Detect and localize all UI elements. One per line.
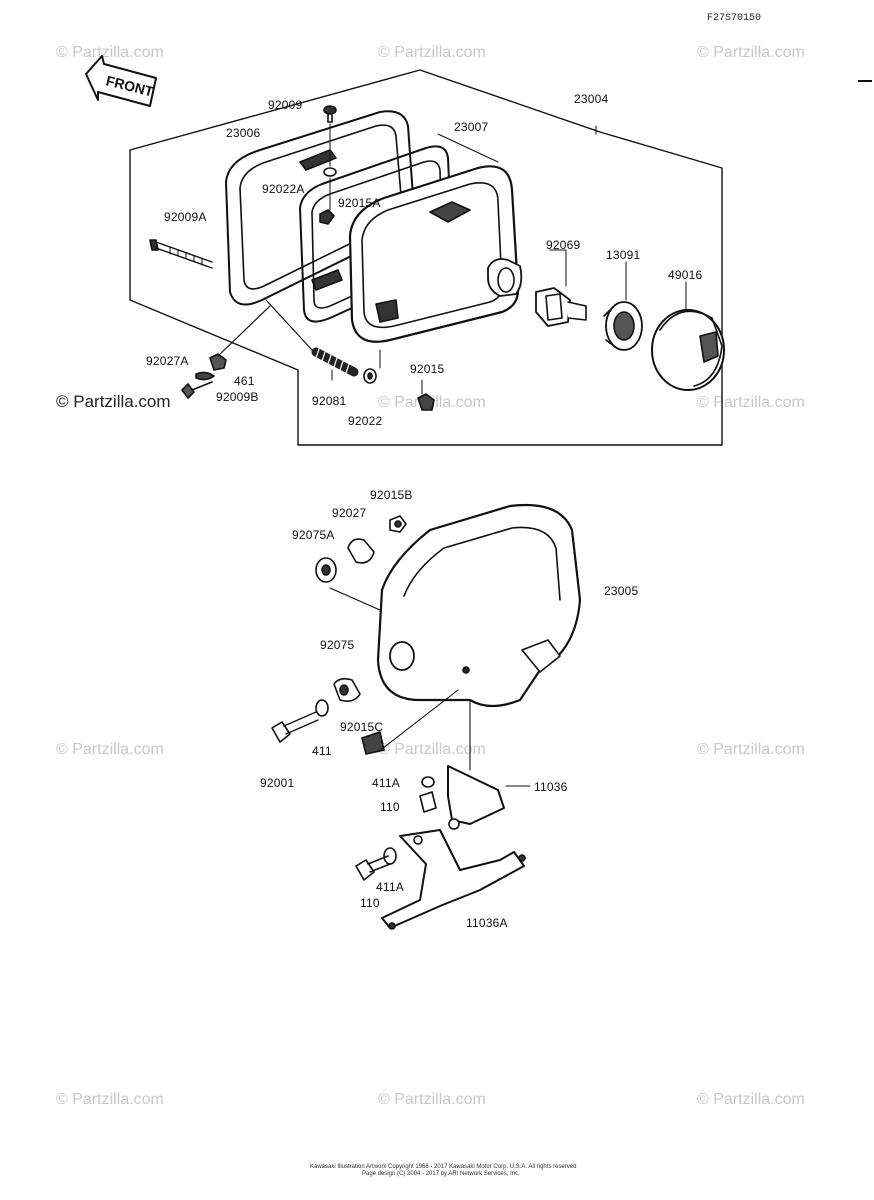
leader-92027A (217, 305, 271, 357)
bracket-11036A (381, 829, 526, 930)
label-49016: 49016 (668, 268, 703, 282)
label-92009: 92009 (268, 98, 303, 112)
nut-92015A (319, 209, 335, 225)
grommet-92027 (347, 538, 375, 564)
washer-411A (421, 776, 435, 788)
label-11036: 11036 (534, 780, 568, 794)
washer-411 (315, 699, 329, 717)
label-92075: 92075 (320, 638, 355, 652)
label-411: 411 (312, 744, 332, 758)
label-23005: 23005 (604, 584, 639, 598)
bulb-92069 (535, 287, 587, 327)
label-92015C: 92015C (340, 720, 384, 734)
footer-copyright: Kawasaki Illustration Artwork Copyright … (310, 1164, 577, 1170)
footer-page-design: Page design (C) 2004 - 2017 by ARI Netwo… (362, 1171, 520, 1177)
label-92075A: 92075A (292, 528, 335, 542)
label-92069: 92069 (546, 238, 581, 252)
watermark: © Partzilla.com (378, 1091, 486, 1108)
label-92081: 92081 (312, 394, 347, 408)
assembly-box-23004 (129, 69, 723, 446)
label-110: 110 (360, 896, 380, 910)
label-411A: 411A (376, 880, 404, 894)
watermark: © Partzilla.com (56, 741, 164, 758)
bolt-110 (419, 791, 437, 813)
spring-461 (195, 371, 215, 381)
label-11036A: 11036A (466, 916, 508, 930)
label-92022A: 92022A (262, 182, 305, 196)
nut-92027A (209, 353, 227, 371)
label-92009A: 92009A (164, 210, 207, 224)
watermark: © Partzilla.com (697, 394, 805, 411)
label-13091: 13091 (606, 248, 641, 262)
bracket-11036 (447, 699, 505, 830)
figure-code: F27S70150 (707, 13, 762, 24)
screw-92009A (149, 239, 213, 269)
label-92022: 92022 (348, 414, 383, 428)
nut-92015B (389, 515, 407, 533)
label-110: 110 (380, 800, 400, 814)
label-92015: 92015 (410, 362, 445, 376)
label-92027: 92027 (332, 506, 367, 520)
washer-411A (383, 847, 397, 865)
watermark: © Partzilla.com (697, 44, 805, 61)
label-23004: 23004 (574, 92, 609, 106)
label-92015B: 92015B (370, 488, 413, 502)
cover-49016 (651, 309, 725, 391)
washer-92022 (363, 368, 377, 384)
watermark: © Partzilla.com (56, 1091, 164, 1108)
clip-92015C (361, 731, 385, 755)
label-92027A: 92027A (146, 354, 189, 368)
label-411A: 411A (372, 776, 400, 790)
watermark-main: © Partzilla.com (56, 392, 171, 411)
label-23006: 23006 (226, 126, 261, 140)
lamp-unit-23007 (348, 165, 523, 343)
socket-13091 (603, 301, 643, 351)
spring-92081 (311, 345, 359, 377)
label-92001: 92001 (260, 776, 295, 790)
nut-92015 (417, 393, 435, 411)
washer-92022A (323, 167, 337, 177)
screw-92009B (181, 381, 213, 399)
label-461: 461 (234, 374, 255, 388)
label-23007: 23007 (454, 120, 489, 134)
label-92009B: 92009B (216, 390, 259, 404)
watermark: © Partzilla.com (697, 741, 805, 758)
screw-92009 (323, 105, 337, 123)
bolt-110 (355, 855, 391, 881)
label-92015A: 92015A (338, 196, 381, 210)
damper-92075A (315, 557, 337, 583)
watermark: © Partzilla.com (697, 1091, 805, 1108)
watermark: © Partzilla.com (378, 741, 486, 758)
leader-92081 (265, 299, 313, 351)
front-arrow-icon: FRONT (85, 55, 157, 107)
watermark: © Partzilla.com (56, 44, 164, 61)
edge-mark (858, 80, 872, 82)
damper-92075 (333, 677, 361, 702)
bolt-92001 (271, 711, 319, 743)
housing-23005 (329, 504, 582, 708)
watermark: © Partzilla.com (378, 44, 486, 61)
